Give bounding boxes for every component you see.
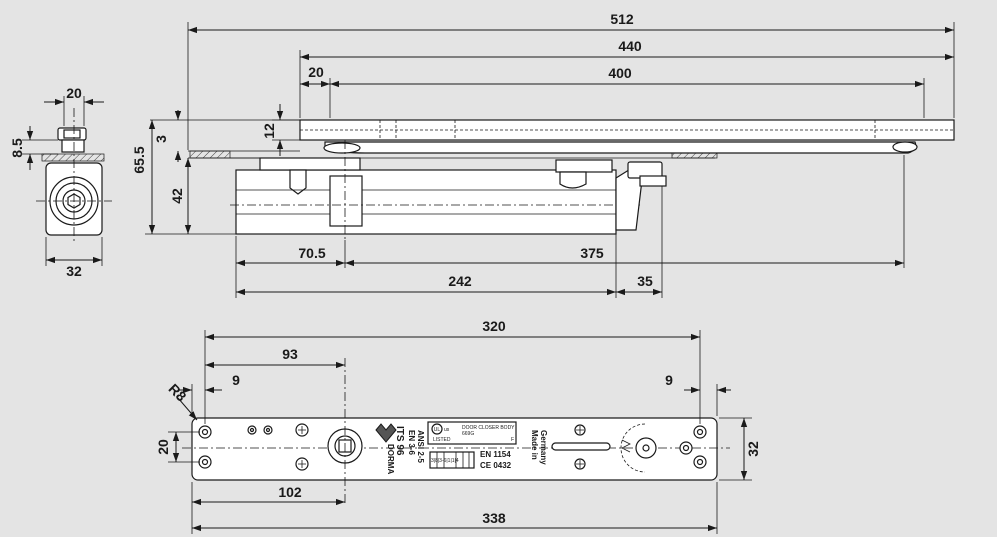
adjust-valve-right xyxy=(559,171,587,189)
ul-line2: 669G xyxy=(462,431,474,437)
plate-made-in: Made in xyxy=(530,430,539,460)
dim-20-plate: 20 xyxy=(155,439,171,455)
ul-listed: LISTED xyxy=(433,437,451,443)
dim-20-rail: 20 xyxy=(308,64,324,80)
dim-338: 338 xyxy=(482,510,506,526)
dim-440: 440 xyxy=(618,38,642,54)
dim-12: 12 xyxy=(261,123,277,139)
end-view: 20 8.5 32 xyxy=(9,85,112,279)
door-section-left-hatch xyxy=(189,150,231,159)
plate-std-ansi: ANSI 2-5 xyxy=(416,430,425,463)
dim-9-right: 9 xyxy=(665,372,673,388)
plate-ce: CE 0432 xyxy=(480,461,512,470)
dim-320: 320 xyxy=(482,318,506,334)
dim-375: 375 xyxy=(580,245,604,261)
arm-pivot xyxy=(323,142,361,154)
elevation-view: 512 440 20 400 12 3 65.5 42 xyxy=(131,11,955,298)
lever-arm xyxy=(324,141,917,154)
mount-holes-right xyxy=(679,425,707,469)
dim-42: 42 xyxy=(169,188,185,204)
ul-mark: UL xyxy=(434,427,441,433)
dim-65-5: 65.5 xyxy=(131,146,147,173)
plate-en1154: EN 1154 xyxy=(480,450,511,459)
adjuster-zigzag xyxy=(621,439,631,453)
dim-93: 93 xyxy=(282,346,298,362)
dim-70-5: 70.5 xyxy=(298,245,325,261)
dim-512: 512 xyxy=(610,11,634,27)
dim-32-side: 32 xyxy=(66,263,82,279)
plate-model: ITS 96 xyxy=(394,426,405,456)
dim-400: 400 xyxy=(608,65,632,81)
end-view-door-hatch xyxy=(41,153,105,162)
dim-8-5: 8.5 xyxy=(9,138,25,158)
closer-top-cap xyxy=(259,157,361,171)
ul-line1: DOOR CLOSER BODY xyxy=(462,425,515,431)
dim-9-left: 9 xyxy=(232,372,240,388)
dim-102: 102 xyxy=(278,484,302,500)
number-boxes-text: 3|8|3-6|1|1|4 xyxy=(431,458,459,464)
mount-holes-left xyxy=(198,423,309,471)
dim-35: 35 xyxy=(637,273,653,289)
slide-block xyxy=(892,141,918,153)
dorma-logo-mark xyxy=(375,423,397,443)
mounting-slot xyxy=(551,442,611,451)
dim-20-side: 20 xyxy=(66,85,82,101)
adjust-valve-left xyxy=(289,169,307,195)
plate-brand: DORMA xyxy=(386,444,395,474)
plate-std-en: EN 3-6 xyxy=(407,430,416,455)
dim-242: 242 xyxy=(448,273,472,289)
dim-32-plate: 32 xyxy=(745,441,761,457)
dim-r8: R8 xyxy=(166,380,190,404)
ul-f: F xyxy=(511,437,514,443)
plate-germany: Germany xyxy=(539,430,548,465)
dim-3: 3 xyxy=(153,135,169,143)
mounting-plate-view: DORMA ITS 96 EN 3-6 ANSI 2-5 UL us LISTE… xyxy=(155,318,761,534)
ul-us: us xyxy=(444,427,450,433)
ul-label xyxy=(427,421,517,445)
mounting-plate xyxy=(191,417,718,481)
